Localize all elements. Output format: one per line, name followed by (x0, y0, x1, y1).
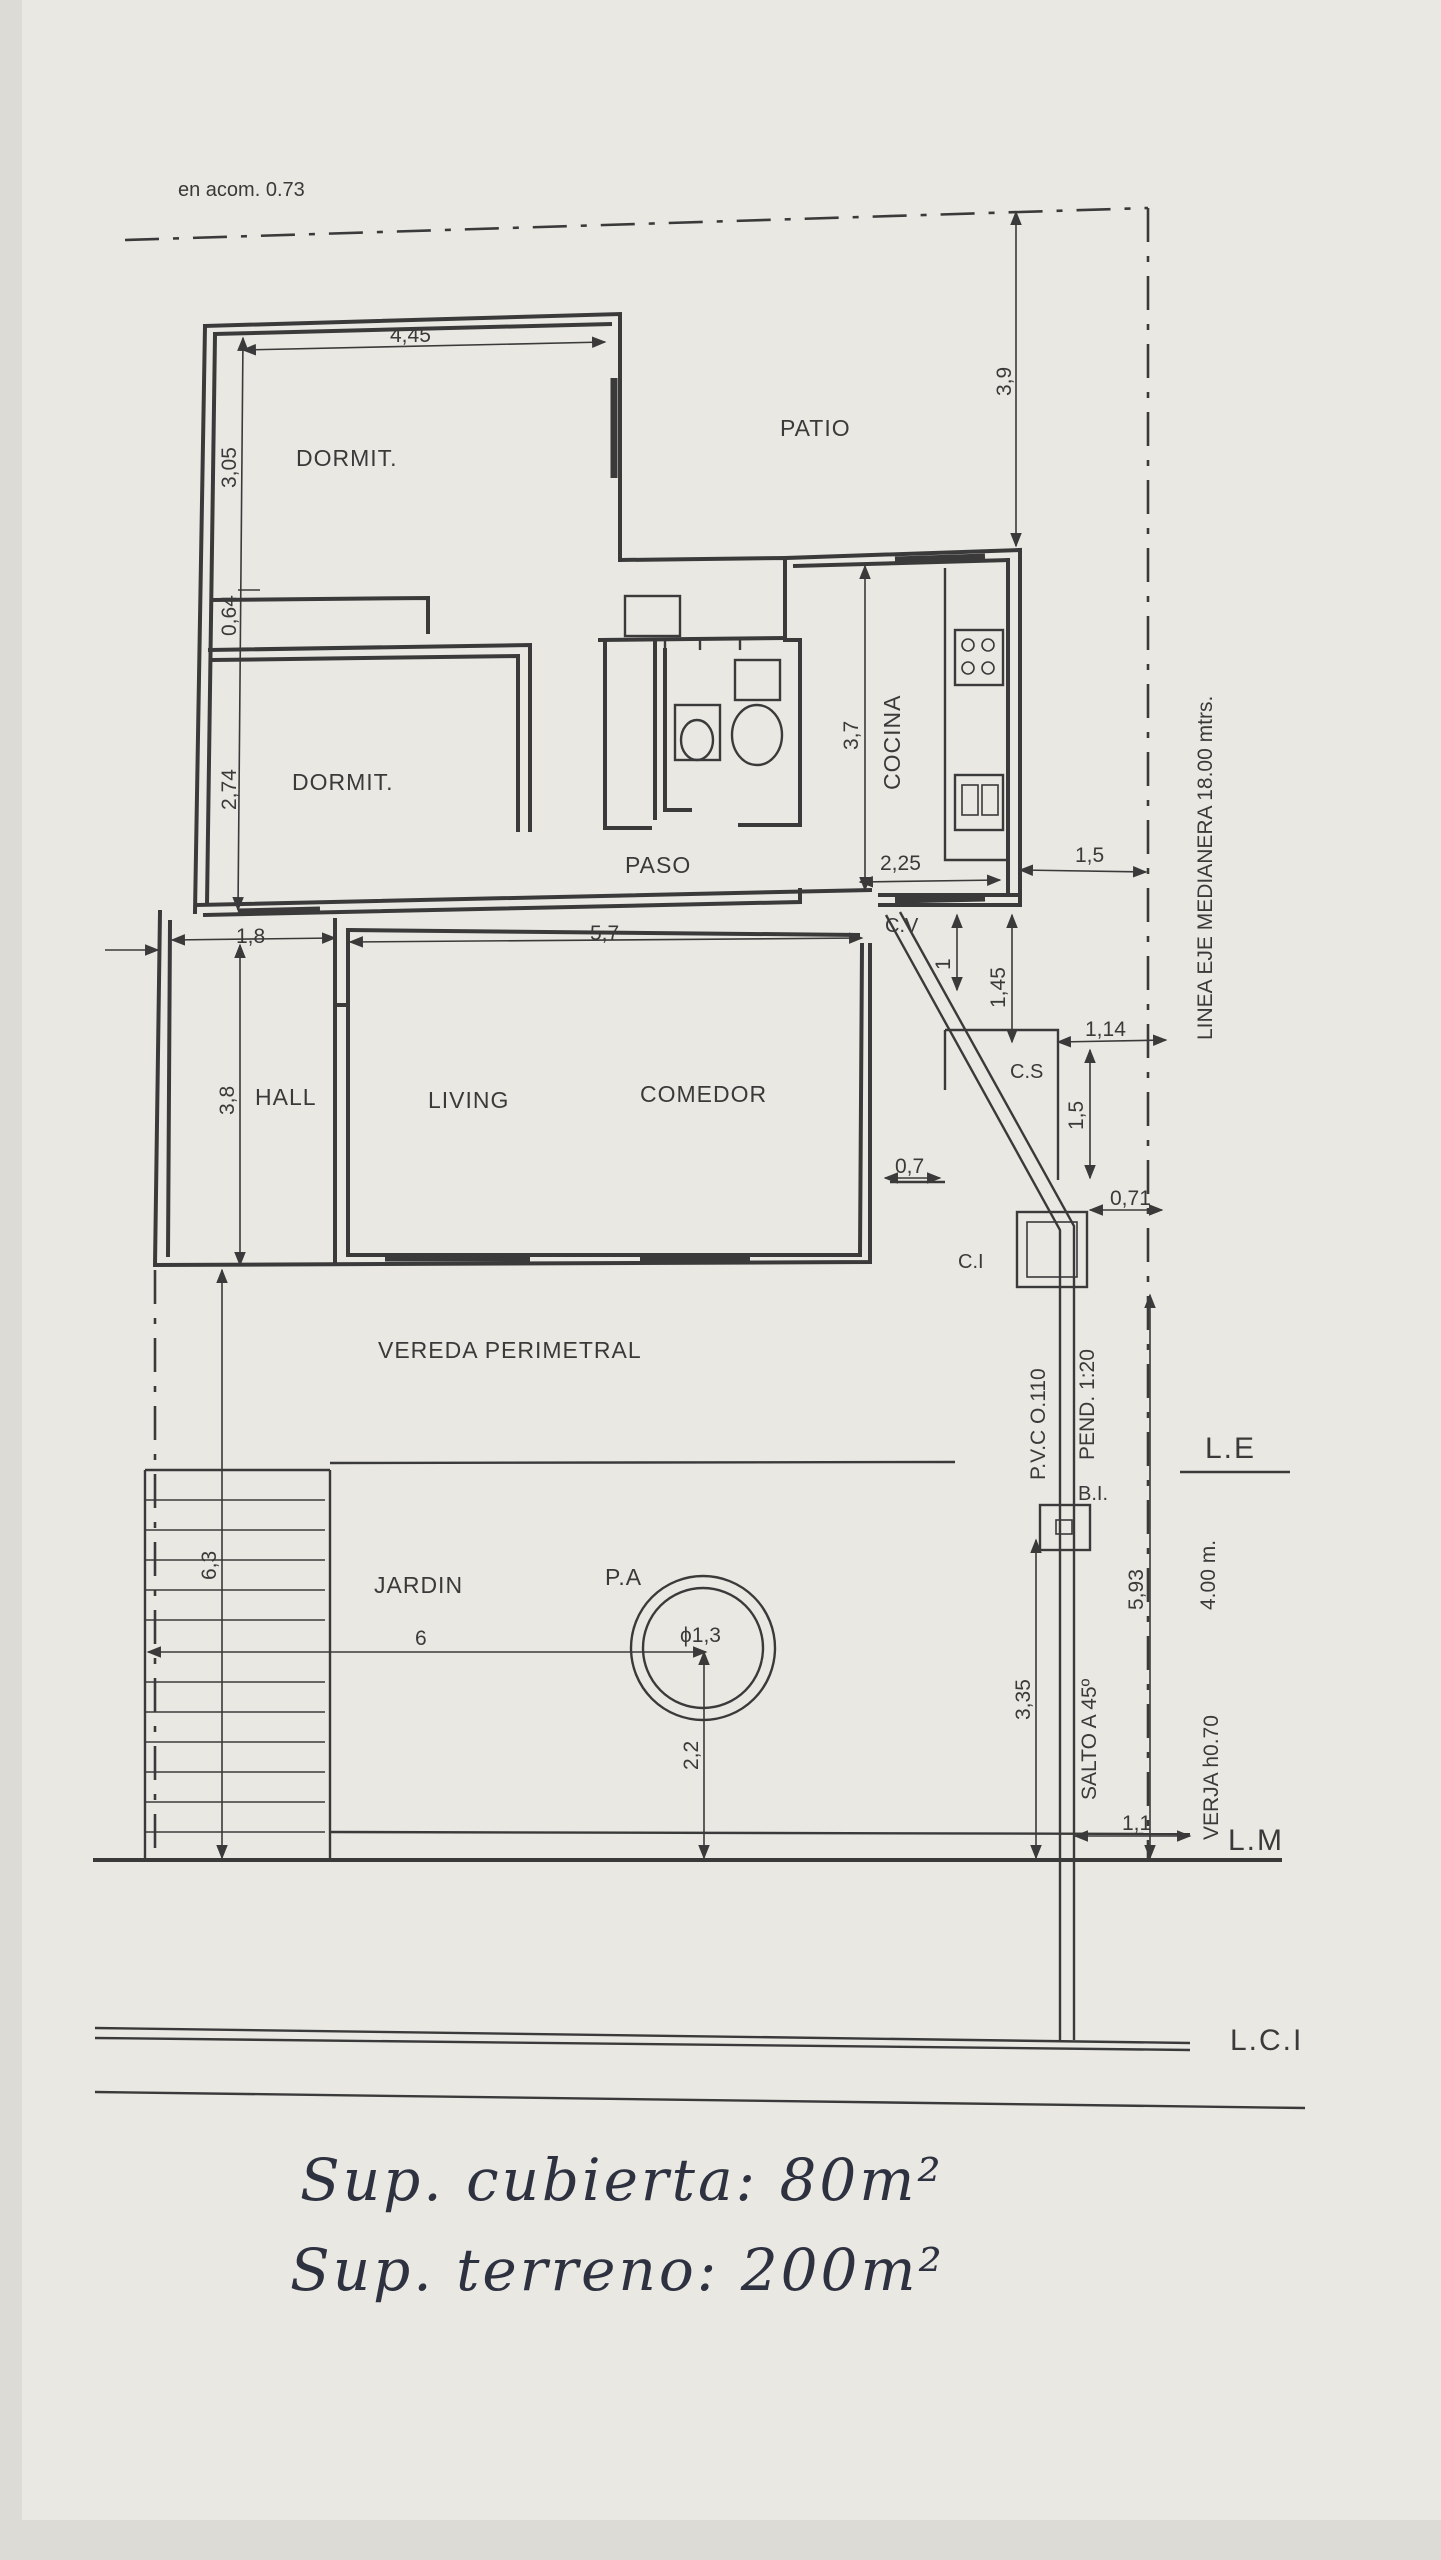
label-cs: C.S (1010, 1061, 1043, 1083)
pool (629, 1574, 777, 1722)
kitchen-fixtures (943, 568, 1008, 862)
medianera-label: LINEA EJE MEDIANERA 18.00 mtrs. (1194, 696, 1217, 1040)
dim-1-1: 1,1 (1122, 1812, 1151, 1835)
room-comedor: COMEDOR (640, 1081, 767, 1107)
dim-1: 1 (932, 958, 955, 970)
label-pool-diameter: ϕ1,3 (680, 1624, 721, 1647)
surface-cubierta: Sup. cubierta: 80m² (300, 2146, 944, 2214)
dim-1-5-a: 1,5 (1075, 844, 1104, 867)
label-pvc: P.V.C O.110 (1027, 1368, 1050, 1480)
surface-terreno: Sup. terreno: 200m² (290, 2236, 945, 2304)
dim-3-7: 3,7 (840, 721, 863, 750)
label-pa: P.A (605, 1564, 642, 1590)
label-lci: L.C.I (1230, 2024, 1303, 2057)
dim-3-05: 3,05 (218, 447, 241, 488)
dim-3-9: 3,9 (993, 367, 1016, 396)
dim-5-7: 5,7 (590, 922, 619, 945)
windows (237, 378, 986, 1262)
label-lm: L.M (1228, 1824, 1284, 1857)
room-cocina: COCINA (879, 695, 905, 790)
label-cv: C.V (885, 915, 919, 937)
dim-0-7: 0,7 (895, 1155, 924, 1178)
dim-3-8: 3,8 (216, 1086, 239, 1115)
room-dormit-1: DORMIT. (296, 445, 398, 471)
room-patio: PATIO (780, 415, 851, 441)
dim-1-14: 1,14 (1085, 1018, 1126, 1041)
dimension-lines (105, 210, 1192, 1860)
label-salto: SALTO A 45º (1078, 1678, 1101, 1800)
dim-4-45: 4,45 (390, 324, 431, 347)
label-verja-width: 4.00 m. (1197, 1540, 1220, 1610)
room-living: LIVING (428, 1087, 509, 1113)
dim-1-45: 1,45 (987, 967, 1010, 1008)
room-vereda: VEREDA PERIMETRAL (378, 1337, 642, 1363)
header-note: en acom. 0.73 (178, 179, 305, 201)
dim-3-35: 3,35 (1012, 1679, 1035, 1720)
room-paso: PASO (625, 852, 691, 878)
dim-0-64: 0,64 (218, 595, 241, 636)
dim-0-71: 0,71 (1110, 1187, 1151, 1210)
label-ci: C.I (958, 1251, 984, 1273)
label-bi: B.I. (1078, 1483, 1108, 1505)
label-verja: VERJA h0.70 (1200, 1715, 1223, 1840)
dim-1-5-b: 1,5 (1065, 1101, 1088, 1130)
room-hall: HALL (255, 1084, 317, 1110)
dim-1-8: 1,8 (236, 925, 265, 948)
dim-2-2: 2,2 (680, 1741, 703, 1770)
room-dormit-2: DORMIT. (292, 769, 394, 795)
dim-2-74: 2,74 (218, 769, 241, 810)
room-jardin: JARDIN (374, 1572, 463, 1598)
dim-6: 6 (415, 1627, 427, 1650)
walls (152, 311, 1022, 1268)
label-pend: PEND. 1:20 (1076, 1349, 1099, 1460)
label-le: L.E (1205, 1432, 1256, 1465)
dim-2-25: 2,25 (880, 852, 921, 875)
bathroom-fixtures (623, 594, 784, 767)
dim-5-93: 5,93 (1125, 1569, 1148, 1610)
dim-6-3: 6,3 (198, 1551, 221, 1580)
drainage (884, 911, 1092, 2040)
site-lines (93, 1270, 1306, 2110)
